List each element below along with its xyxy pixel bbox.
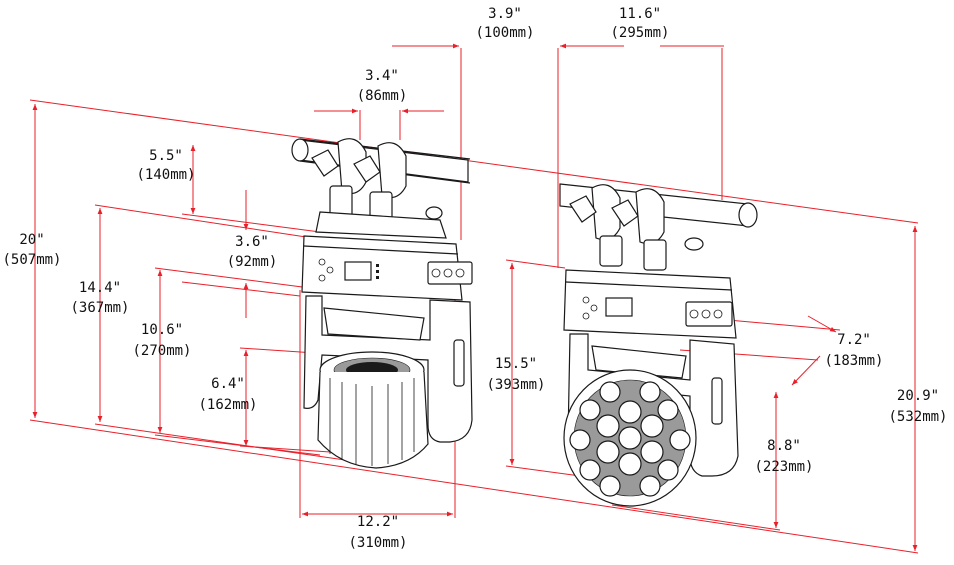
dim-pipe-side-in: 11.6" <box>619 6 661 22</box>
dim-overall-front-mm: (507mm) <box>2 252 61 268</box>
dim-overall-side-in: 20.9" <box>897 388 939 404</box>
dim-side-height-in: 15.5" <box>495 356 537 372</box>
dim-overall-width-in: 12.2" <box>357 514 399 530</box>
dim-base-bottom-in: 14.4" <box>79 280 121 296</box>
dim-head-height-in: 6.4" <box>211 376 245 392</box>
dim-overall-front-in: 20" <box>19 232 44 248</box>
dim-clamp-spacing-in: 3.4" <box>365 68 399 84</box>
dim-yoke-bottom-in: 10.6" <box>141 322 183 338</box>
led-cells <box>569 381 691 497</box>
front-view-fixture <box>291 138 473 469</box>
dim-side-height-mm: (393mm) <box>486 377 545 393</box>
dim-pipe-base-mm: (140mm) <box>136 167 195 183</box>
dim-overall-width-mm: (310mm) <box>348 535 407 551</box>
dim-pipe-side-mm: (295mm) <box>610 25 669 41</box>
dimension-lines <box>29 43 919 554</box>
dim-base-height-in: 3.6" <box>235 234 269 250</box>
dim-base-bottom-mm: (367mm) <box>70 300 129 316</box>
dim-head-radius-in: 8.8" <box>767 438 801 454</box>
dimension-labels: 3.9" (100mm) 11.6" (295mm) 3.4" (86mm) 5… <box>2 6 947 551</box>
side-view-fixture <box>559 183 758 507</box>
dim-overall-side-mm: (532mm) <box>888 409 947 425</box>
dim-base-depth-in: 7.2" <box>837 332 871 348</box>
dim-pipe-base-in: 5.5" <box>149 148 183 164</box>
dim-clamp-spacing-mm: (86mm) <box>357 88 408 104</box>
dim-yoke-bottom-mm: (270mm) <box>132 343 191 359</box>
dim-base-height-mm: (92mm) <box>227 254 278 270</box>
dim-clamp-offset-in: 3.9" <box>488 6 522 22</box>
dim-base-depth-mm: (183mm) <box>824 353 883 369</box>
dim-clamp-offset-mm: (100mm) <box>475 25 534 41</box>
dim-head-height-mm: (162mm) <box>198 397 257 413</box>
dim-head-radius-mm: (223mm) <box>754 459 813 475</box>
